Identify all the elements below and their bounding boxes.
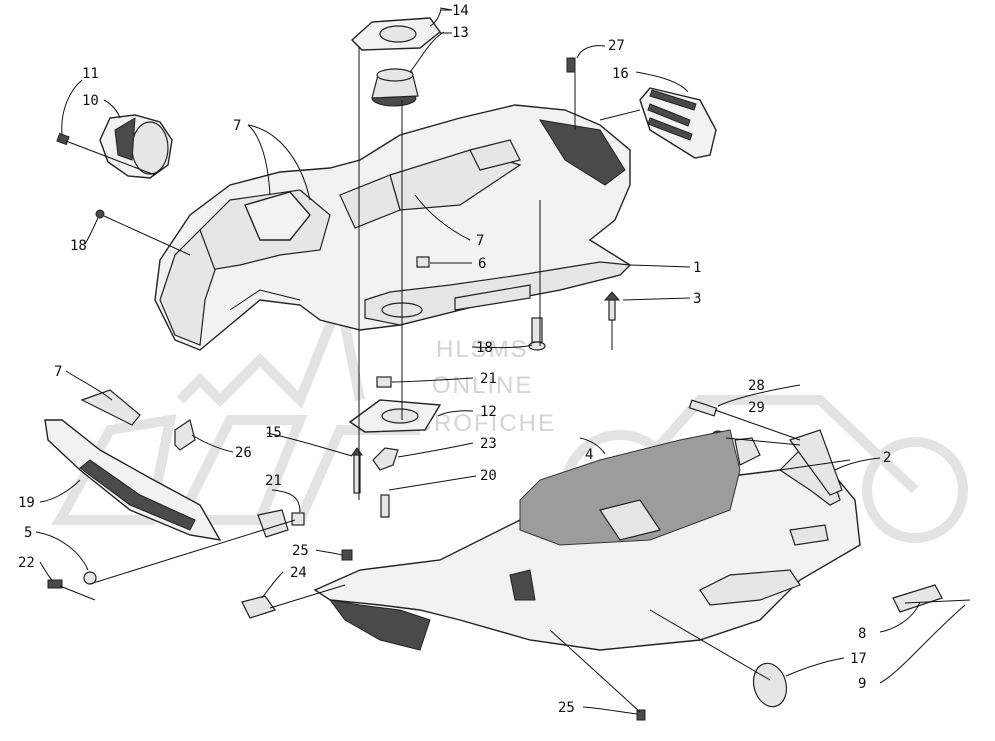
part-17-cap [752, 662, 788, 708]
part-13-grommet [371, 68, 419, 107]
lower-body-pan [313, 429, 861, 651]
part-6-nut [416, 256, 430, 268]
callout-17: 17 [850, 651, 867, 667]
callout-1: 1 [693, 260, 701, 276]
part-24-bracket [241, 595, 276, 619]
part-16-vent [639, 87, 717, 159]
callout-22: 22 [18, 555, 35, 571]
part-18b-bolt [528, 317, 546, 351]
callout-25-lower: 25 [558, 700, 575, 716]
callout-6: 6 [478, 256, 486, 272]
callout-20: 20 [480, 468, 497, 484]
callout-7-left: 7 [54, 364, 62, 380]
callout-9: 9 [858, 676, 866, 692]
callout-18-left: 18 [70, 238, 87, 254]
callout-27: 27 [608, 38, 625, 54]
callout-15: 15 [265, 425, 282, 441]
callout-14: 14 [452, 3, 469, 19]
part-22-screw [47, 579, 63, 589]
callout-23: 23 [480, 436, 497, 452]
callout-28: 28 [748, 378, 765, 394]
part-19-bumper [44, 419, 222, 541]
callout-13: 13 [452, 25, 469, 41]
part-18-bolt [95, 209, 105, 219]
callout-2: 2 [883, 450, 891, 466]
part-7-pad [80, 389, 141, 426]
leader-lines [59, 7, 971, 713]
callout-24: 24 [290, 565, 307, 581]
part-28-bolt [688, 399, 718, 417]
callout-7-window: 7 [476, 233, 484, 249]
callout-19: 19 [18, 495, 35, 511]
watermark-line-1: HLSMS [436, 336, 529, 363]
part-8-reflector [892, 584, 943, 613]
part-27-screw [566, 57, 576, 73]
callout-16: 16 [612, 66, 629, 82]
part-3-rivet [603, 291, 621, 350]
part-14-gasket [350, 17, 441, 51]
callout-8: 8 [858, 626, 866, 642]
upper-body-pan [154, 104, 632, 351]
part-21b-nut [257, 509, 305, 538]
part-11-screw [56, 132, 70, 146]
callout-12: 12 [480, 404, 497, 420]
part-12-plate [348, 399, 442, 433]
part-10-cone [99, 114, 173, 179]
callout-26: 26 [235, 445, 252, 461]
part-25a-screw [341, 549, 353, 561]
callout-11: 11 [82, 66, 99, 82]
watermark-line-2: ONLINE [432, 372, 533, 399]
part-15-rivet [351, 447, 363, 494]
callout-5: 5 [24, 525, 32, 541]
callout-labels: 14 13 27 16 11 10 7 7 18 6 1 3 18 21 12 … [18, 3, 891, 716]
callout-21-center: 21 [480, 371, 497, 387]
callout-4: 4 [585, 447, 593, 463]
callout-10: 10 [82, 93, 99, 109]
part-25b-screw [636, 709, 646, 721]
part-23-clip [372, 447, 399, 471]
callout-18-center: 18 [476, 340, 493, 356]
part-21a-nut [376, 376, 392, 388]
callout-25-upper: 25 [292, 543, 309, 559]
callout-3: 3 [693, 291, 701, 307]
callout-21-left: 21 [265, 473, 282, 489]
callout-7-upper: 7 [233, 118, 241, 134]
callout-29: 29 [748, 400, 765, 416]
part-20-bolt [380, 494, 390, 518]
callout-pointers [35, 9, 966, 715]
part-26-clip [174, 419, 196, 451]
